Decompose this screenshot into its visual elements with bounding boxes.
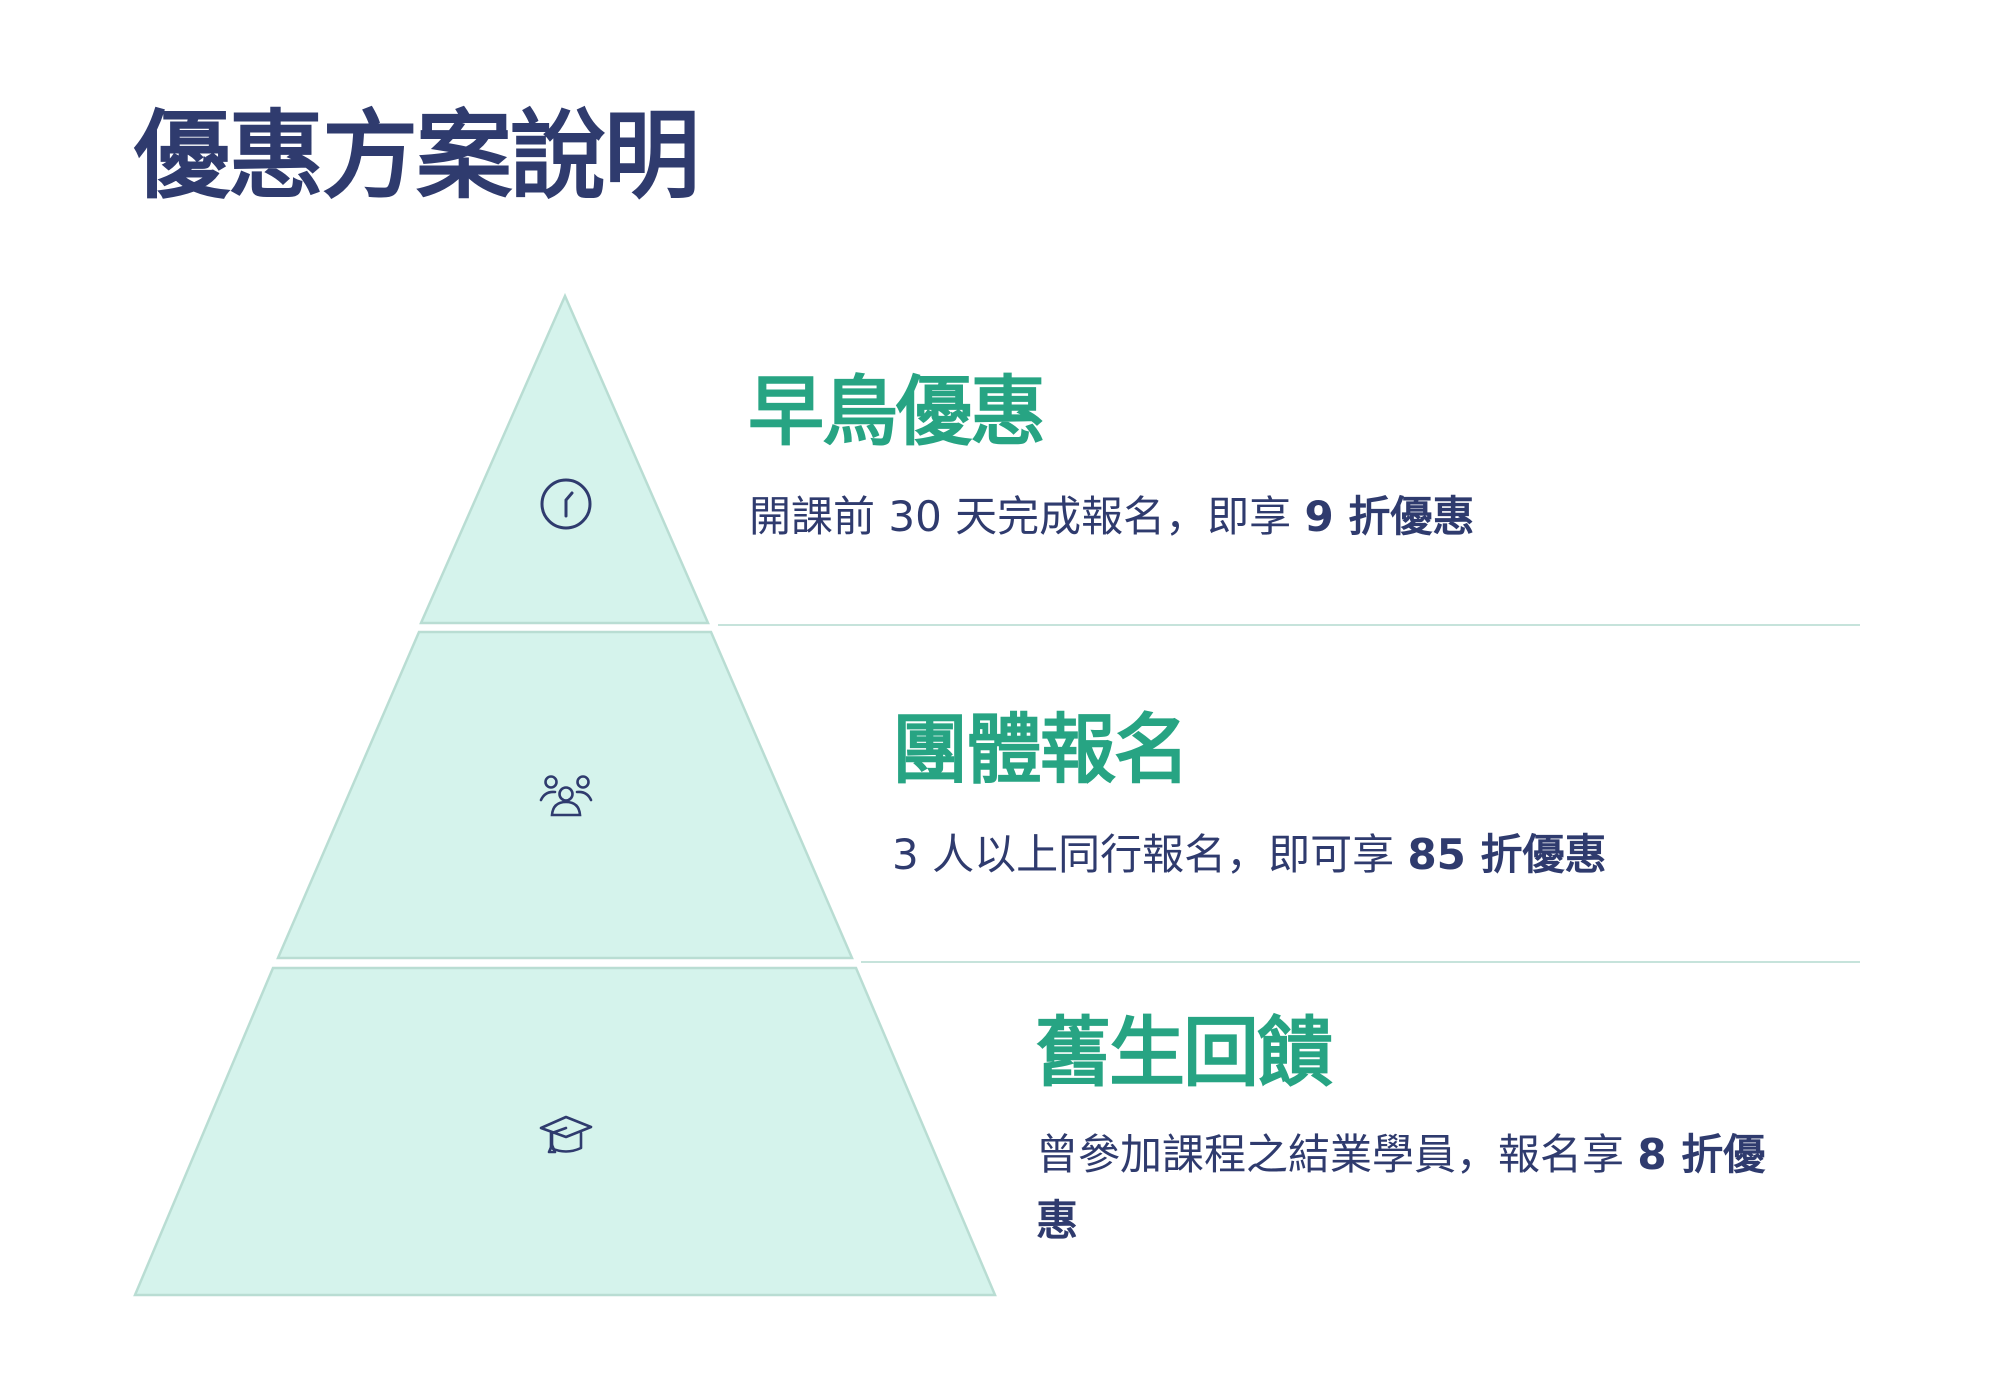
description-text: 3 人以上同行報名，即可享 — [892, 830, 1408, 879]
discount-highlight: 9 折優惠 — [1304, 492, 1475, 541]
people-group-icon — [539, 775, 593, 817]
clock-icon — [540, 478, 592, 530]
tier-heading-early-bird: 早鳥優惠 — [748, 367, 1046, 456]
tier-heading-group: 團體報名 — [892, 705, 1190, 794]
description-text: 開課前 30 天完成報名，即享 — [749, 492, 1305, 541]
pyramid-tier-top — [419, 292, 710, 625]
discount-highlight: 8 折優惠 — [1036, 1130, 1766, 1245]
pyramid-tier-bottom — [133, 966, 997, 1297]
tier-divider — [861, 961, 1860, 963]
discount-highlight: 85 折優惠 — [1407, 830, 1607, 879]
page-title: 優惠方案說明 — [134, 100, 700, 212]
tier-heading-alumni: 舊生回饋 — [1035, 1008, 1333, 1097]
graduation-cap-icon — [539, 1115, 593, 1154]
tier-divider — [718, 624, 1860, 626]
tier-description-group: 3 人以上同行報名，即可享 85 折優惠 — [892, 822, 1852, 888]
pyramid-tier-middle — [276, 630, 854, 960]
tier-description-early-bird: 開課前 30 天完成報名，即享 9 折優惠 — [749, 484, 1849, 550]
tier-description-alumni: 曾參加課程之結業學員，報名享 8 折優惠 — [1036, 1122, 1806, 1254]
description-text: 曾參加課程之結業學員，報名享 — [1036, 1130, 1638, 1179]
